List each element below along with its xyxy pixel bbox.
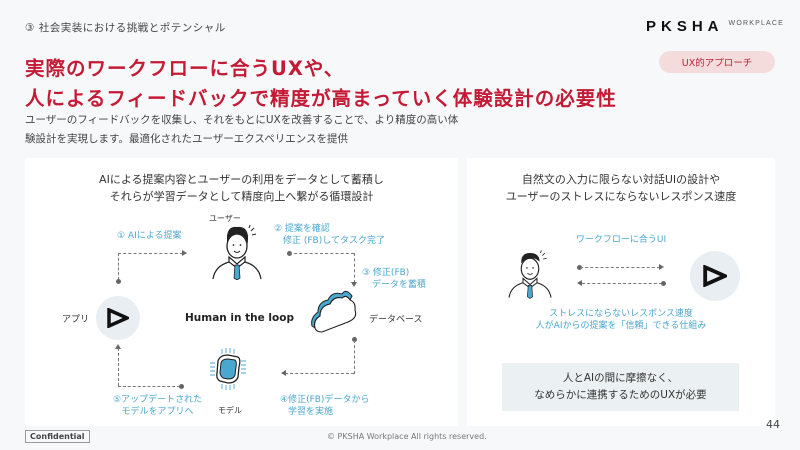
user-person-icon	[508, 250, 552, 299]
description-line-2: 験設計を実現します。最適化されたユーザーエクスペリエンスを提供	[25, 133, 348, 145]
response-caption: ストレスにならないレスポンス速度 人がAIからの提案を「信頼」できる仕組み	[467, 308, 775, 332]
app-label: アプリ	[62, 315, 90, 325]
step-4-connector	[285, 373, 354, 374]
connector-dot	[116, 279, 121, 284]
step-5-line-2: モデルをアプリへ	[121, 407, 194, 417]
description-line-1: ユーザーのフィードバックを収集し、それをもとにUXを改善することで、より精度の高…	[25, 114, 459, 126]
caption-line-2: 人がAIからの提案を「信頼」できる仕組み	[535, 321, 707, 331]
step-5-line-1: ⑤アップデートされた	[113, 395, 203, 405]
loop-diagram-card: AIによる提案内容とユーザーの利用をデータとして蓄積し それらが学習データとして…	[25, 158, 458, 426]
copyright-notice: © PKSHA Workplace All rights reserved.	[327, 432, 487, 441]
arrow-down-icon	[351, 282, 357, 287]
step-2-connector	[289, 253, 354, 254]
step-2-label: ② 提案を確認 修正 (FB)してタスク完了	[274, 223, 385, 247]
pksha-play-logo-icon	[703, 265, 727, 287]
step-1-connector	[118, 253, 183, 254]
ux-title-line-2: ユーザーのストレスにならないレスポンス速度	[505, 190, 737, 203]
step-5-connector-vertical	[118, 348, 119, 386]
title-line-1: 実際のワークフローに合うUXや、	[25, 57, 345, 80]
caption-line-1: ストレスにならないレスポンス速度	[549, 309, 693, 319]
step-2-line-2: 修正 (FB)してタスク完了	[283, 236, 385, 246]
user-label: ユーザー	[209, 214, 241, 223]
step-1-connector-vertical	[118, 253, 119, 280]
request-connector	[580, 267, 660, 268]
app-icon-circle	[690, 251, 740, 301]
connector-dot	[577, 265, 582, 270]
loop-title-line-1: AIによる提案内容とユーザーの利用をデータとして蓄積し	[99, 173, 384, 186]
arrow-up-icon	[115, 344, 121, 349]
confidential-badge: Confidential	[25, 430, 90, 443]
arrow-right-icon	[182, 250, 187, 256]
arrow-right-icon	[659, 264, 664, 270]
page-number: 44	[766, 418, 780, 431]
arrow-left-icon	[577, 280, 582, 286]
brand-sub: WORKPLACE	[728, 20, 785, 27]
step-2-connector-vertical	[354, 253, 355, 283]
model-label: モデル	[218, 406, 242, 415]
connector-dot	[352, 337, 357, 342]
step-4-line-1: ④修正(FB)データから	[280, 395, 370, 405]
step-4-connector-vertical	[354, 340, 355, 374]
workflow-ui-label: ワークフローに合うUI	[575, 235, 667, 245]
loop-title-line-2: それらが学習データとして精度向上へ繋がる循環設計	[109, 190, 374, 203]
description: ユーザーのフィードバックを収集し、それをもとにUXを改善することで、より精度の高…	[25, 111, 545, 149]
ux-title-line-1: 自然文の入力に限らない対話UIの設計や	[521, 173, 721, 186]
step-3-label: ③ 修正(FB) データを蓄積	[362, 267, 426, 291]
cloud-database-icon	[311, 290, 357, 333]
step-5-connector	[118, 386, 180, 387]
summary-line-2: なめらかに連携するためのUXが必要	[534, 389, 707, 401]
connector-dot	[661, 281, 666, 286]
loop-card-title: AIによる提案内容とユーザーの利用をデータとして蓄積し それらが学習データとして…	[25, 171, 458, 205]
app-icon-circle	[96, 296, 140, 340]
step-2-line-1: ② 提案を確認	[274, 224, 330, 234]
summary-line-1: 人とAIの間に摩擦なく、	[562, 372, 679, 384]
brand-logo: PKSHA WORKPLACE	[646, 18, 784, 35]
ux-interaction-card: 自然文の入力に限らない対話UIの設計や ユーザーのストレスにならないレスポンス速…	[467, 158, 775, 426]
step-3-line-1: ③ 修正(FB)	[362, 268, 410, 278]
ai-model-chip-icon	[210, 348, 246, 390]
step-1-label: ① AIによる提案	[117, 231, 182, 241]
step-3-line-2: データを蓄積	[372, 280, 427, 290]
ux-card-title: 自然文の入力に限らない対話UIの設計や ユーザーのストレスにならないレスポンス速…	[467, 171, 775, 205]
step-4-line-2: 学習を実施	[288, 407, 334, 417]
page-title: 実際のワークフローに合うUXや、 人によるフィードバックで精度が高まっていく体験…	[25, 54, 617, 114]
approach-tag: UX的アプローチ	[659, 51, 775, 73]
section-label: ③ 社会実装における挑戦とポテンシャル	[25, 22, 226, 34]
response-connector	[582, 283, 662, 284]
arrow-left-icon	[281, 370, 286, 376]
pksha-play-logo-icon	[107, 308, 129, 328]
user-person-icon	[212, 224, 262, 280]
summary-box: 人とAIの間に摩擦なく、 なめらかに連携するためのUXが必要	[502, 363, 739, 411]
database-label: データベース	[369, 315, 423, 325]
title-line-2: 人によるフィードバックで精度が高まっていく体験設計の必要性	[25, 87, 617, 110]
step-5-label: ⑤アップデートされた モデルをアプリへ	[113, 394, 202, 418]
brand-main: PKSHA	[646, 18, 724, 35]
connector-dot	[179, 384, 184, 389]
human-in-the-loop-label: Human in the loop	[185, 312, 294, 324]
step-4-label: ④修正(FB)データから 学習を実施	[280, 394, 369, 418]
